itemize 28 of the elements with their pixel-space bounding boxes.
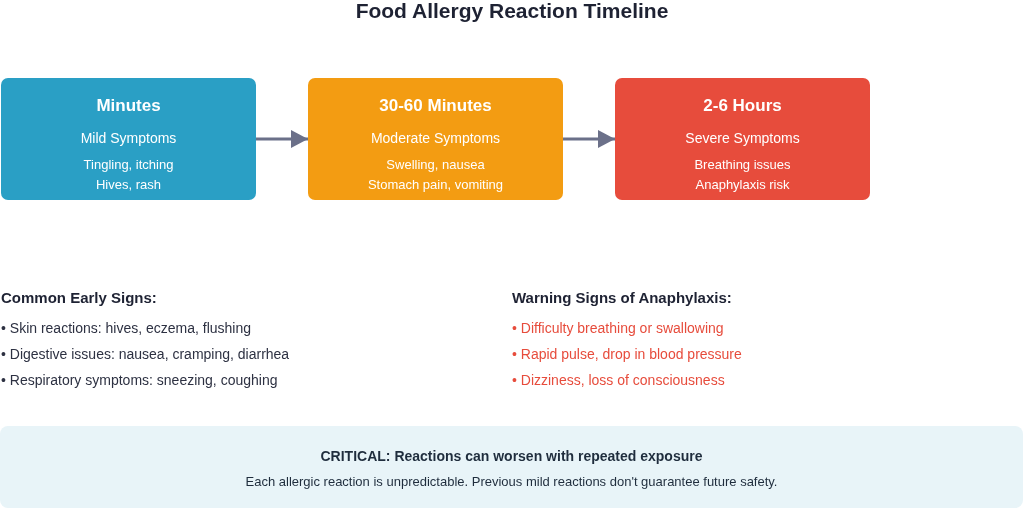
arrow <box>563 130 615 148</box>
section-heading: Common Early Signs: <box>1 289 157 307</box>
stage-box <box>308 78 563 200</box>
list-item: • Rapid pulse, drop in blood pressure <box>512 346 742 363</box>
symptom-text: Breathing issues <box>694 157 791 173</box>
list-item: • Skin reactions: hives, eczema, flushing <box>1 320 252 337</box>
stage-title: Minutes <box>96 96 161 116</box>
alert-text: Each allergic reaction is unpredictable. Previous mild reactions don't guarantee future safety. <box>245 474 778 490</box>
list-item: • Respiratory symptoms: sneezing, coughing <box>1 372 278 389</box>
severity-label: Severe Symptoms <box>685 130 800 147</box>
stage-title: 2-6 Hours <box>703 96 782 116</box>
symptom-text: Swelling, nausea <box>386 157 485 173</box>
symptom-text: Hives, rash <box>96 177 161 193</box>
title: Food Allergy Reaction Timeline <box>355 0 669 22</box>
list-item: • Digestive issues: nausea, cramping, diarrhea <box>1 346 290 363</box>
stage-box <box>615 78 870 200</box>
list-item: • Difficulty breathing or swallowing <box>512 320 724 337</box>
severity-label: Mild Symptoms <box>80 130 177 147</box>
symptom-text: Tingling, itching <box>83 157 174 173</box>
stage-box <box>1 78 256 200</box>
severity-label: Moderate Symptoms <box>370 130 501 147</box>
arrow <box>256 130 308 148</box>
alert-heading: CRITICAL: Reactions can worsen with repeated exposure <box>320 448 703 465</box>
section-heading: Warning Signs of Anaphylaxis: <box>512 289 732 307</box>
symptom-text: Anaphylaxis risk <box>695 177 790 193</box>
symptom-text: Stomach pain, vomiting <box>367 177 504 193</box>
list-item: • Dizziness, loss of consciousness <box>512 372 725 389</box>
stage-title: 30-60 Minutes <box>379 96 492 116</box>
